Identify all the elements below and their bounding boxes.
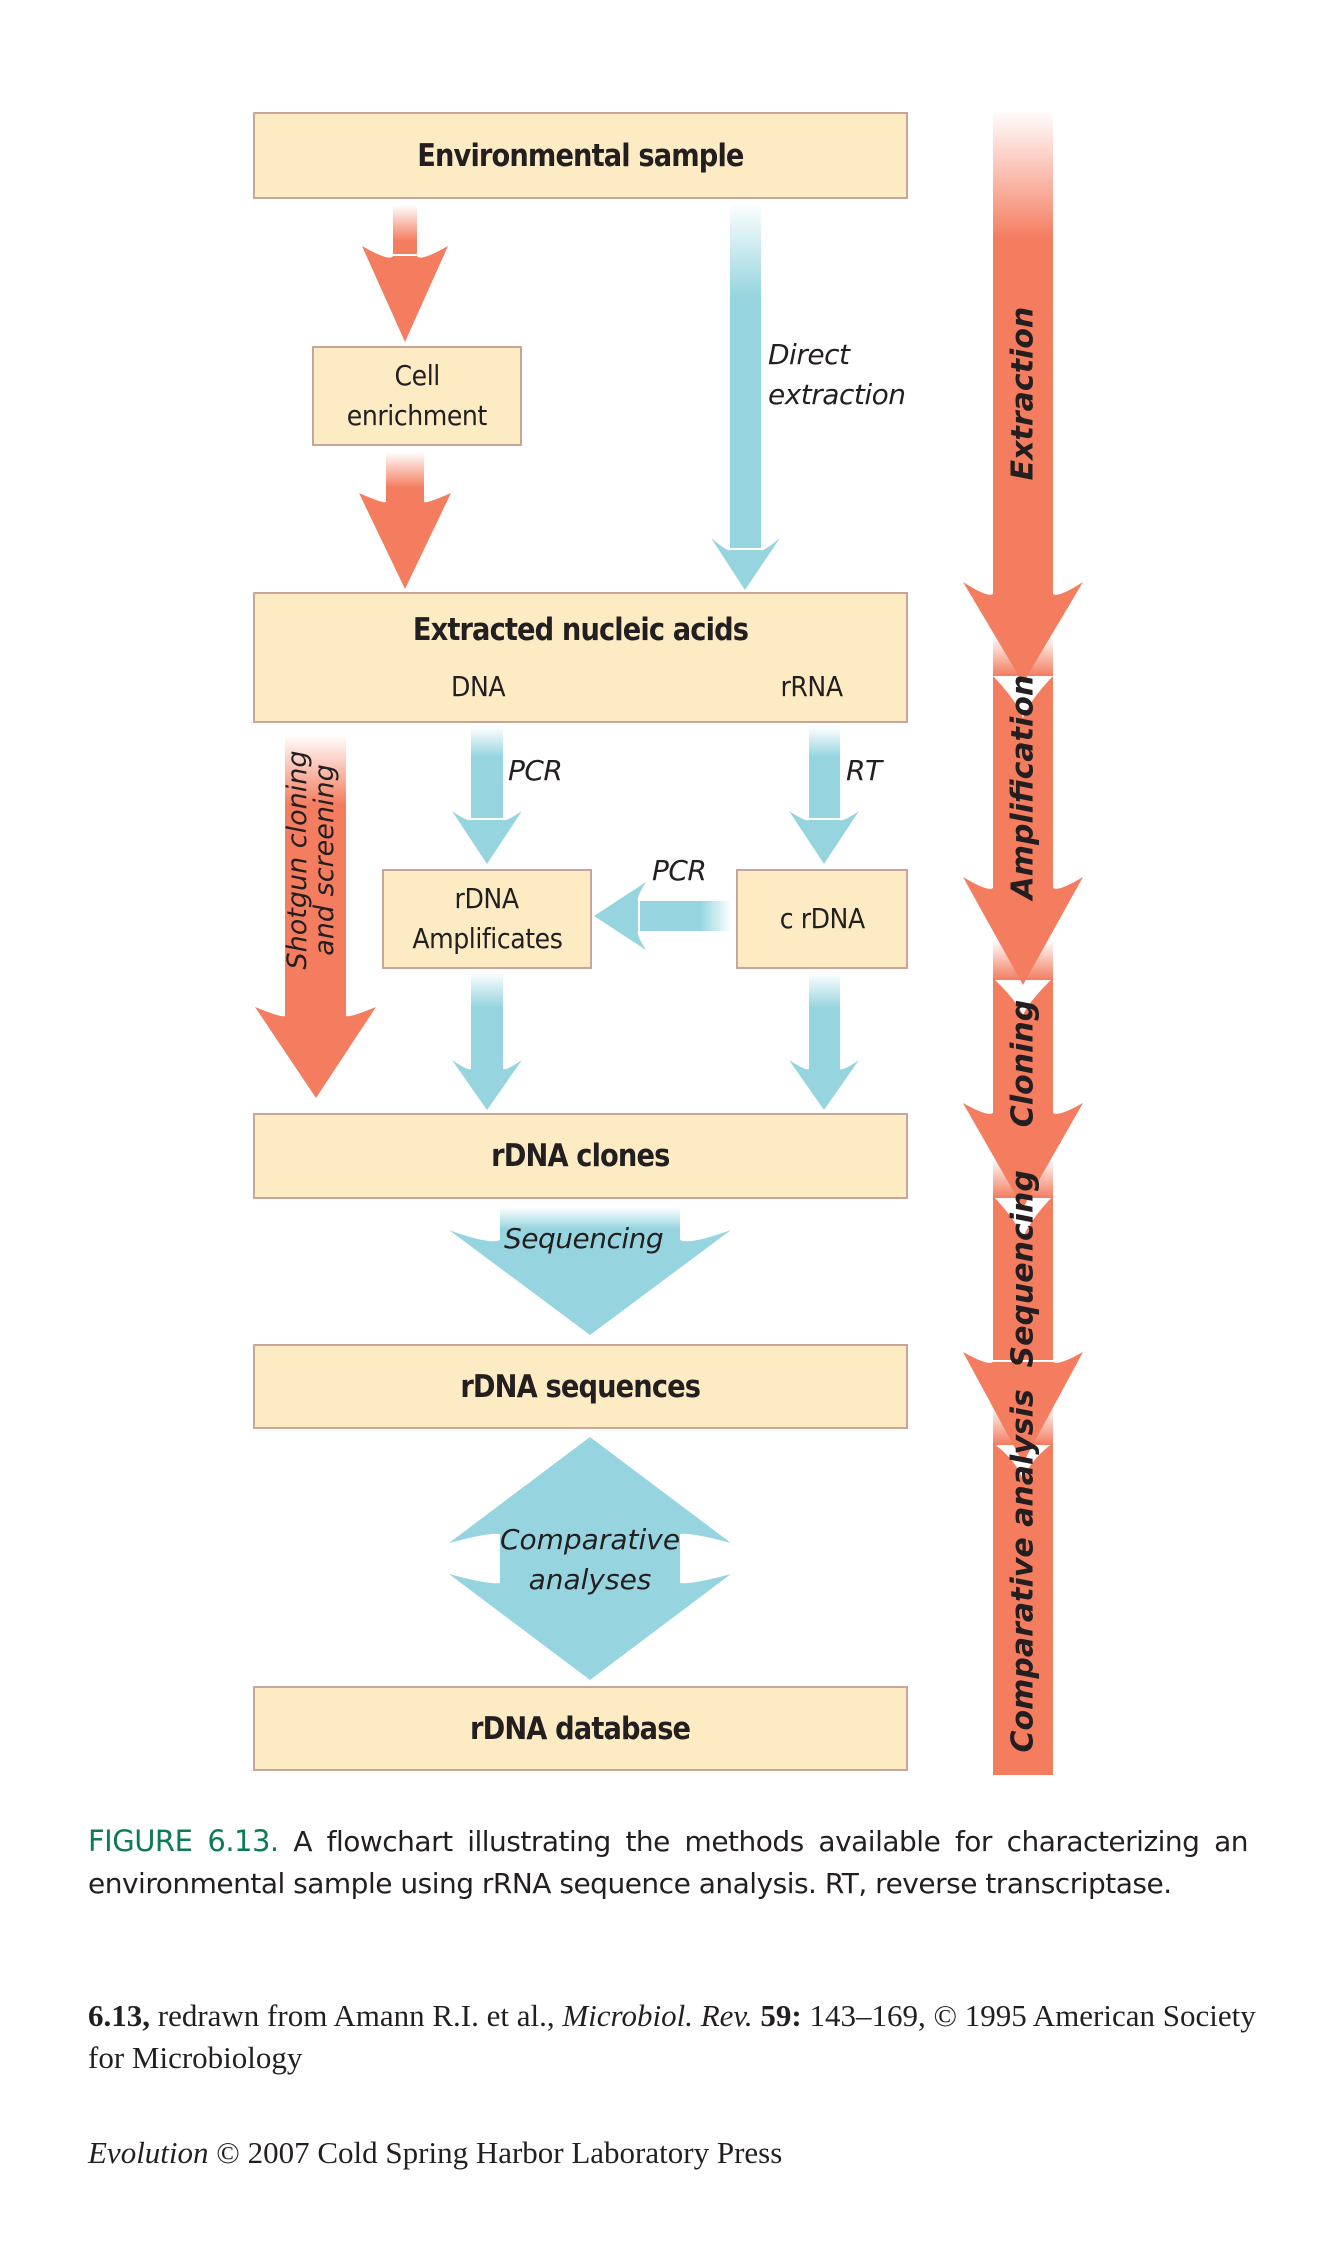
box-environmental-sample: Environmental sample — [253, 112, 908, 199]
label-pcr-dna: PCR — [508, 754, 563, 787]
arrow-cell-enrichment-to-extracted — [359, 452, 451, 589]
label-direct-extraction-line2: extraction — [768, 378, 906, 411]
arrow-comparative-analyses — [449, 1437, 731, 1680]
label-shotgun-cloning: Shotgun cloning and screening — [282, 730, 346, 990]
figure-caption: FIGURE 6.13. A flowchart illustrating th… — [88, 1820, 1249, 1905]
arrow-env-to-cell-enrichment — [362, 205, 448, 342]
arrow-shotgun-cloning — [255, 735, 376, 1098]
label-direct-extraction-line1: Direct — [768, 338, 850, 371]
figure-caption-text: A flowchart illustrating the methods ava… — [88, 1825, 1249, 1900]
label-shotgun-line2: and screening — [309, 764, 340, 956]
box-rdna-sequences: rDNA sequences — [253, 1344, 908, 1429]
box-cell-enrichment-line1: Cell — [394, 359, 440, 392]
label-sequencing: Sequencing — [504, 1222, 664, 1255]
box-rdna-database: rDNA database — [253, 1686, 908, 1771]
label-rt: RT — [846, 754, 882, 787]
box-cell-enrichment-line2: enrichment — [346, 399, 488, 432]
stage-label-amplification: Amplification — [1005, 674, 1041, 900]
label-comparative-line1: Comparative — [499, 1523, 681, 1556]
box-extracted-nucleic-acids-label: Extracted nucleic acids — [412, 612, 749, 648]
credit-volume: 59: — [760, 1998, 802, 2033]
stage-label-extraction: Extraction — [1005, 306, 1041, 481]
arrow-direct-extraction — [711, 202, 780, 590]
box-rdna-clones-label: rDNA clones — [491, 1138, 670, 1174]
credit-journal: Microbiol. Rev. — [562, 1998, 753, 2033]
label-rrna: rRNA — [780, 670, 843, 703]
arrow-pcr-dna — [452, 727, 522, 864]
box-rdna-amplificates-line1: rDNA — [454, 882, 520, 915]
arrow-rt — [789, 727, 859, 864]
figure-credit: 6.13, redrawn from Amann R.I. et al., Mi… — [88, 1995, 1268, 2079]
box-environmental-sample-label: Environmental sample — [417, 137, 744, 174]
box-rdna-clones: rDNA clones — [253, 1113, 908, 1199]
box-rdna-sequences-label: rDNA sequences — [460, 1368, 702, 1405]
flowchart-arrows — [255, 110, 1083, 1775]
box-c-rdna: c rDNA — [736, 869, 908, 969]
label-comparative-line2: analyses — [528, 1563, 652, 1596]
arrow-amplificates-to-clones — [452, 972, 522, 1110]
stage-label-sequencing: Sequencing — [1005, 1170, 1041, 1368]
box-c-rdna-label: c rDNA — [779, 902, 865, 935]
stage-label-cloning: Cloning — [1005, 999, 1041, 1128]
credit-text-2: 143–169, © 1995 American Society for Mic… — [88, 1998, 1264, 2075]
stage-bar — [963, 110, 1083, 1775]
label-pcr-crdna: PCR — [652, 854, 707, 887]
footer-book-title: Evolution — [88, 2135, 209, 2170]
arrow-pcr-crdna — [594, 882, 732, 950]
box-rdna-database-label: rDNA database — [470, 1710, 691, 1747]
box-extracted-nucleic-acids: Extracted nucleic acids — [253, 592, 908, 723]
label-dna: DNA — [451, 670, 506, 703]
box-rdna-amplificates: rDNA Amplificates — [382, 869, 592, 969]
stage-label-comparative-analysis: Comparative analysis — [1005, 1389, 1041, 1753]
figure-label: FIGURE 6.13. — [88, 1824, 279, 1858]
box-cell-enrichment: Cell enrichment — [312, 346, 522, 446]
label-comparative-analyses: Comparative analyses — [480, 1520, 700, 1600]
arrow-crdna-to-clones — [789, 973, 859, 1110]
footer-text: © 2007 Cold Spring Harbor Laboratory Pre… — [208, 2135, 783, 2170]
label-shotgun-line1: Shotgun cloning — [282, 750, 313, 970]
credit-figure-ref: 6.13, — [88, 1998, 150, 2033]
box-rdna-amplificates-line2: Amplificates — [411, 922, 563, 955]
copyright-footer: Evolution © 2007 Cold Spring Harbor Labo… — [88, 2135, 782, 2171]
arrow-sequencing — [449, 1207, 731, 1335]
credit-text-1: redrawn from Amann R.I. et al., — [150, 1998, 563, 2033]
